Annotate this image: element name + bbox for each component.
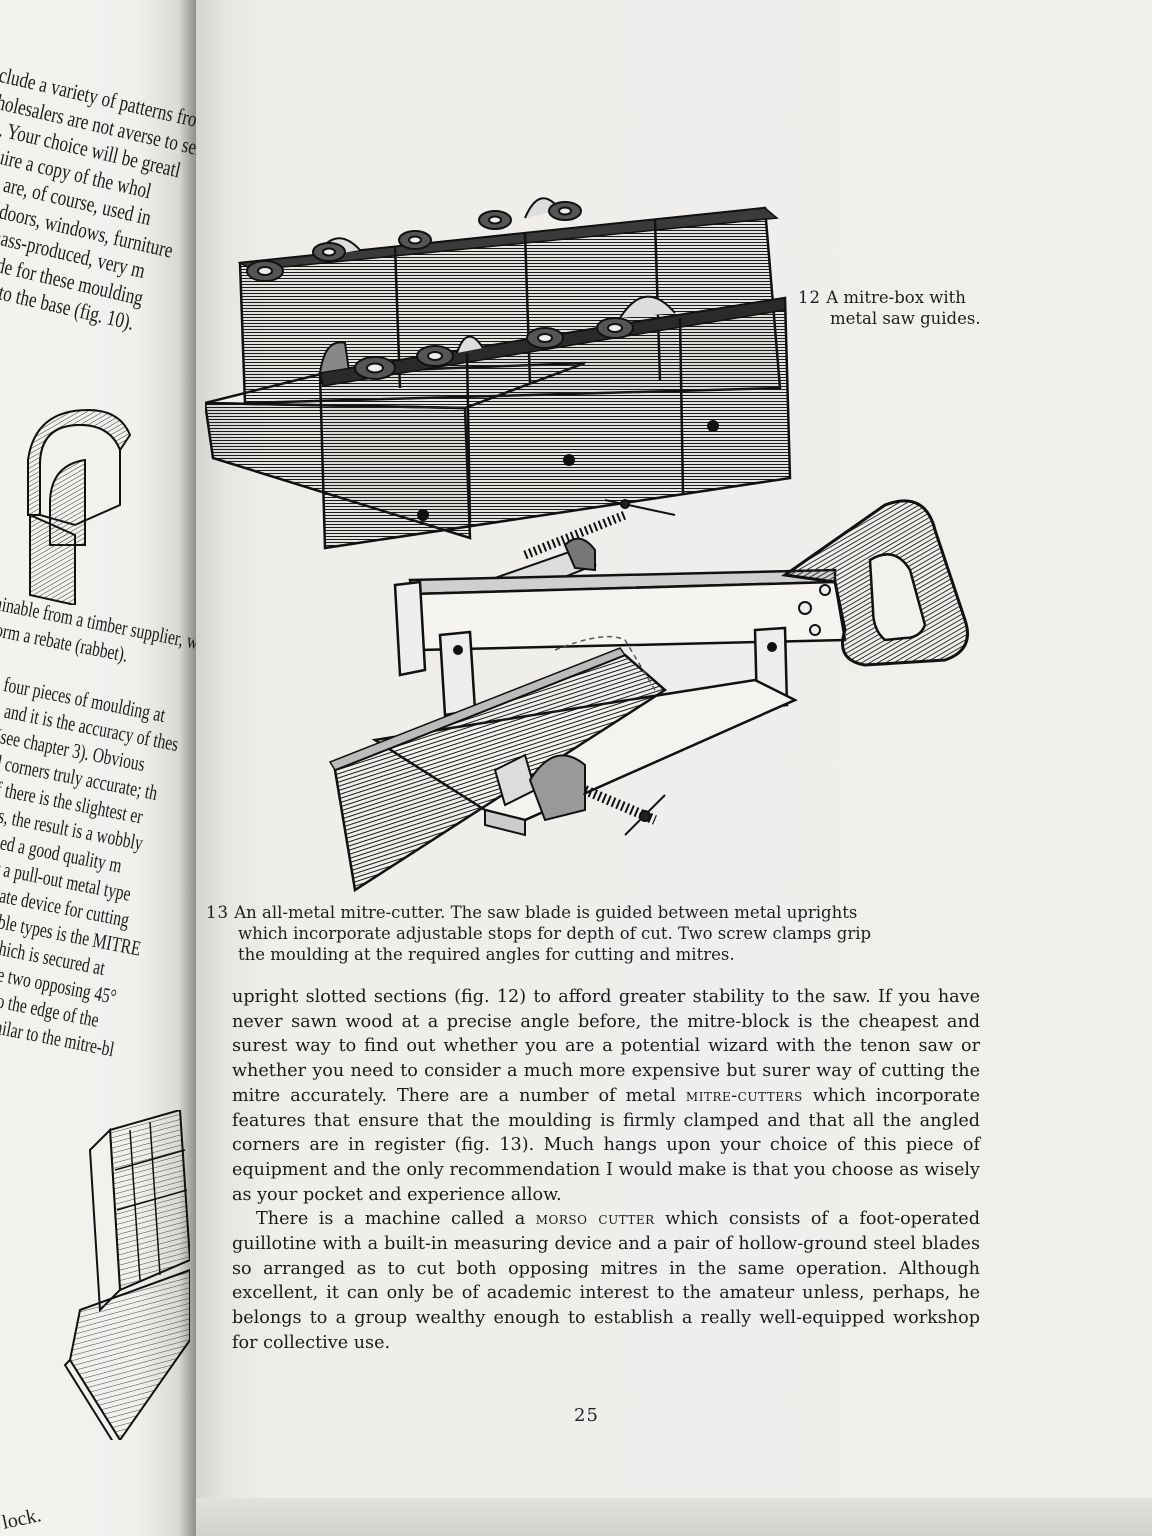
body-paragraph-1-part2: which incorporate features that ensure t… <box>232 1085 980 1205</box>
figure-13-number: 13 <box>206 903 229 922</box>
left-page-text-mid: ainable from a timber supplier, wh form … <box>0 590 196 1078</box>
body-paragraph-1: upright slotted sections (fig. 12) to af… <box>232 985 980 1207</box>
figure-12-caption-line2: metal saw guides. <box>830 309 981 328</box>
page-bottom-edge <box>196 1498 1152 1536</box>
term-morso-cutter: morso cutter <box>535 1209 655 1230</box>
figure-13-caption-line1: An all-metal mitre-cutter. The saw blade… <box>234 903 858 922</box>
body-paragraph-2-part2: which consists of a foot-operated guillo… <box>232 1209 980 1353</box>
left-caption-fragment: lock. <box>0 1504 44 1534</box>
body-paragraph-1-part1: upright slotted sections (fig. 12) to af… <box>232 987 980 1106</box>
moulding-illustration <box>27 408 132 605</box>
figure-13-caption-line2: which incorporate adjustable stops for d… <box>238 924 872 943</box>
left-facing-page: nclude a variety of patterns fro wholesa… <box>0 0 196 1536</box>
left-page-text-top: nclude a variety of patterns fro wholesa… <box>0 60 196 359</box>
page-number: 25 <box>574 1405 599 1426</box>
figure-13-caption: 13 An all-metal mitre-cutter. The saw bl… <box>206 902 976 965</box>
mitre-block-illustration <box>63 1110 190 1440</box>
term-mitre-cutters: mitre-cutters <box>685 1085 803 1106</box>
mitre-box-illustration <box>205 197 792 550</box>
mitre-cutter-illustration <box>328 499 969 893</box>
figure-12-caption-line1: A mitre-box with <box>826 288 966 307</box>
body-text: upright slotted sections (fig. 12) to af… <box>232 985 980 1356</box>
body-paragraph-2: There is a machine called a morso cutter… <box>232 1207 980 1355</box>
body-paragraph-2-part1: There is a machine called a <box>256 1209 536 1230</box>
figure-12-number: 12 <box>798 288 821 307</box>
figure-13-caption-line3: the moulding at the required angles for … <box>238 945 735 964</box>
figure-12-caption: 12 A mitre-box with metal saw guides. <box>798 287 1018 329</box>
